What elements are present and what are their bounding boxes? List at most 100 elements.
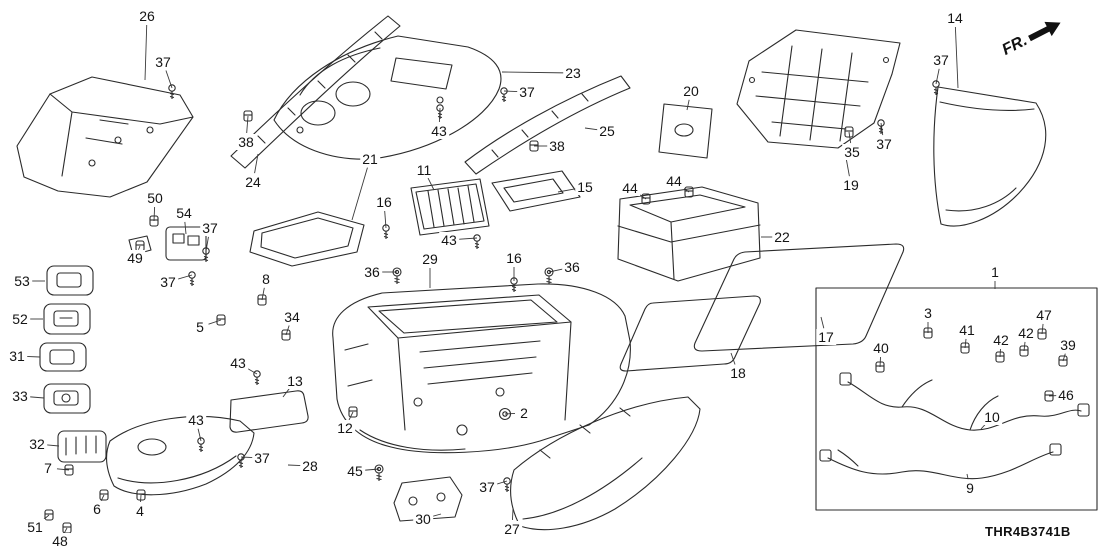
clip-icon <box>44 509 54 521</box>
callout-45[interactable]: 45 <box>345 463 365 479</box>
callout-36[interactable]: 36 <box>362 264 382 280</box>
callout-32[interactable]: 32 <box>27 436 47 452</box>
clip-icon <box>281 329 291 341</box>
part-29-console-body-drawing <box>332 283 631 454</box>
clip-icon <box>243 110 253 122</box>
callout-41[interactable]: 41 <box>957 322 977 338</box>
callout-2[interactable]: 2 <box>518 405 530 421</box>
screw-icon <box>197 437 205 452</box>
callout-4[interactable]: 4 <box>134 503 146 519</box>
callout-50[interactable]: 50 <box>145 190 165 206</box>
clip-icon <box>136 489 146 501</box>
part-22-console-box-drawing <box>617 186 761 282</box>
callout-38[interactable]: 38 <box>236 134 256 150</box>
callout-37[interactable]: 37 <box>931 52 951 68</box>
callout-23[interactable]: 23 <box>563 65 583 81</box>
clip-icon <box>960 342 970 354</box>
callout-18[interactable]: 18 <box>728 365 748 381</box>
part-33-switch-drawing <box>43 383 91 414</box>
callout-43[interactable]: 43 <box>228 355 248 371</box>
callout-52[interactable]: 52 <box>10 311 30 327</box>
callout-37[interactable]: 37 <box>874 136 894 152</box>
callout-8[interactable]: 8 <box>260 271 272 287</box>
clip-icon <box>529 140 539 152</box>
callout-17[interactable]: 17 <box>816 329 836 345</box>
callout-44[interactable]: 44 <box>620 180 640 196</box>
part-11-ribbed-mat-drawing <box>410 178 490 236</box>
callout-40[interactable]: 40 <box>871 340 891 356</box>
clip-icon <box>149 215 159 227</box>
callout-7[interactable]: 7 <box>42 460 54 476</box>
clip-icon <box>216 314 226 326</box>
screw-icon <box>202 247 210 262</box>
callout-11[interactable]: 11 <box>414 162 434 178</box>
callout-6[interactable]: 6 <box>91 501 103 517</box>
callout-15[interactable]: 15 <box>575 179 595 195</box>
callout-10[interactable]: 10 <box>982 409 1002 425</box>
callout-21[interactable]: 21 <box>360 151 380 167</box>
callout-29[interactable]: 29 <box>420 251 440 267</box>
callout-16[interactable]: 16 <box>504 250 524 266</box>
clip-icon <box>684 186 694 198</box>
callout-46[interactable]: 46 <box>1056 387 1076 403</box>
callout-3[interactable]: 3 <box>922 305 934 321</box>
callout-28[interactable]: 28 <box>300 458 320 474</box>
part-19-rear-panel-drawing <box>736 29 901 149</box>
callout-43[interactable]: 43 <box>186 412 206 428</box>
callout-22[interactable]: 22 <box>772 229 792 245</box>
callout-9[interactable]: 9 <box>964 480 976 496</box>
callout-33[interactable]: 33 <box>10 388 30 404</box>
callout-47[interactable]: 47 <box>1034 307 1054 323</box>
screw-icon <box>436 104 444 119</box>
callout-16[interactable]: 16 <box>374 194 394 210</box>
callout-27[interactable]: 27 <box>502 521 522 537</box>
callout-31[interactable]: 31 <box>7 348 27 364</box>
clip-icon <box>1019 345 1029 357</box>
part-18-mat-drawing <box>619 295 761 372</box>
callout-36[interactable]: 36 <box>562 259 582 275</box>
callout-19[interactable]: 19 <box>841 177 861 193</box>
callout-38[interactable]: 38 <box>547 138 567 154</box>
callout-44[interactable]: 44 <box>664 173 684 189</box>
callout-53[interactable]: 53 <box>12 273 32 289</box>
callout-37[interactable]: 37 <box>252 450 272 466</box>
callout-37[interactable]: 37 <box>158 274 178 290</box>
callout-49[interactable]: 49 <box>125 250 145 266</box>
clip-icon <box>1058 355 1068 367</box>
callout-43[interactable]: 43 <box>429 123 449 139</box>
callout-13[interactable]: 13 <box>285 373 305 389</box>
callout-51[interactable]: 51 <box>25 519 45 535</box>
callout-54[interactable]: 54 <box>174 205 194 221</box>
screw-icon <box>510 277 518 292</box>
callout-48[interactable]: 48 <box>50 533 70 549</box>
callout-42[interactable]: 42 <box>991 332 1011 348</box>
callout-37[interactable]: 37 <box>200 220 220 236</box>
callout-25[interactable]: 25 <box>597 123 617 139</box>
callout-37[interactable]: 37 <box>153 54 173 70</box>
bolt-icon <box>392 267 402 284</box>
part-17-mat-drawing <box>693 243 905 352</box>
callout-37[interactable]: 37 <box>517 84 537 100</box>
part-25-rail-drawing <box>464 75 631 175</box>
callout-42[interactable]: 42 <box>1016 325 1036 341</box>
screw-icon <box>473 234 481 249</box>
callout-34[interactable]: 34 <box>282 309 302 325</box>
clip-icon <box>64 464 74 476</box>
bolt-icon <box>544 267 554 284</box>
callout-20[interactable]: 20 <box>681 83 701 99</box>
screw-icon <box>168 84 176 99</box>
callout-30[interactable]: 30 <box>413 511 433 527</box>
callout-24[interactable]: 24 <box>243 174 263 190</box>
callout-43[interactable]: 43 <box>439 232 459 248</box>
part-14-side-garnish-drawing <box>933 86 1047 227</box>
callout-1[interactable]: 1 <box>989 264 1001 280</box>
callout-39[interactable]: 39 <box>1058 337 1078 353</box>
callout-35[interactable]: 35 <box>842 144 862 160</box>
callout-37[interactable]: 37 <box>477 479 497 495</box>
callout-5[interactable]: 5 <box>194 319 206 335</box>
part-20-lid-drawing <box>658 103 713 159</box>
callout-12[interactable]: 12 <box>335 420 355 436</box>
callout-14[interactable]: 14 <box>945 10 965 26</box>
callout-26[interactable]: 26 <box>137 8 157 24</box>
